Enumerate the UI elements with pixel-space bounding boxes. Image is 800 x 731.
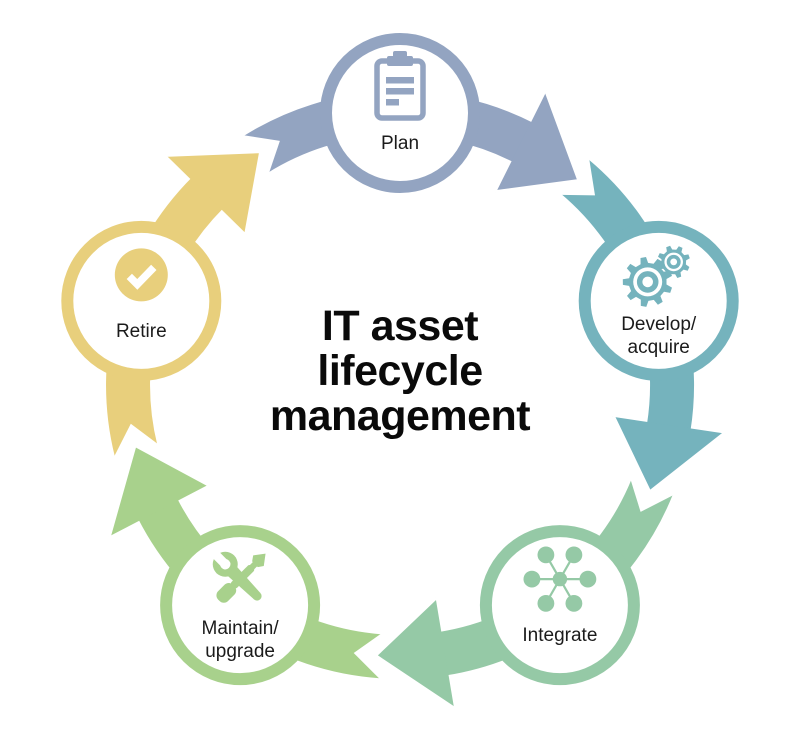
diagram-title-line3: management xyxy=(270,392,530,440)
stage-label-develop-acquire-line2: acquire xyxy=(628,337,690,358)
arrowhead-develop-acquire xyxy=(610,415,727,496)
circles-layer xyxy=(61,33,739,686)
gears-icon xyxy=(622,245,690,307)
stage-label-integrate: Integrate xyxy=(522,625,597,646)
segment-tail-notch-maintain-upgrade xyxy=(353,628,389,685)
stage-circle-plan xyxy=(320,33,480,193)
diagram-title: IT asset lifecycle management xyxy=(270,302,531,440)
network-hub-icon xyxy=(523,546,597,612)
diagram-title-line1: IT asset xyxy=(322,302,478,350)
diagram-title-line2: lifecycle xyxy=(317,347,482,395)
arrowhead-integrate xyxy=(371,595,456,712)
stage-circle-maintain-upgrade xyxy=(160,525,321,686)
stage-label-develop-acquire-line1: Develop/ xyxy=(621,314,697,335)
icons-layer xyxy=(114,51,690,612)
stage-label-retire: Retire xyxy=(116,321,167,342)
stage-circle-integrate xyxy=(479,525,640,686)
stage-label-maintain-upgrade-line1: Maintain/ xyxy=(202,618,280,639)
stage-label-plan: Plan xyxy=(381,133,419,154)
stage-label-maintain-upgrade-line2: upgrade xyxy=(205,641,275,662)
arrowhead-maintain-upgrade xyxy=(105,441,211,538)
arrowhead-plan xyxy=(495,89,583,196)
clipboard-icon xyxy=(374,51,426,121)
arrowhead-retire xyxy=(165,148,265,235)
heads-layer xyxy=(105,89,727,712)
tools-icon xyxy=(210,549,266,603)
check-icon xyxy=(114,248,168,302)
